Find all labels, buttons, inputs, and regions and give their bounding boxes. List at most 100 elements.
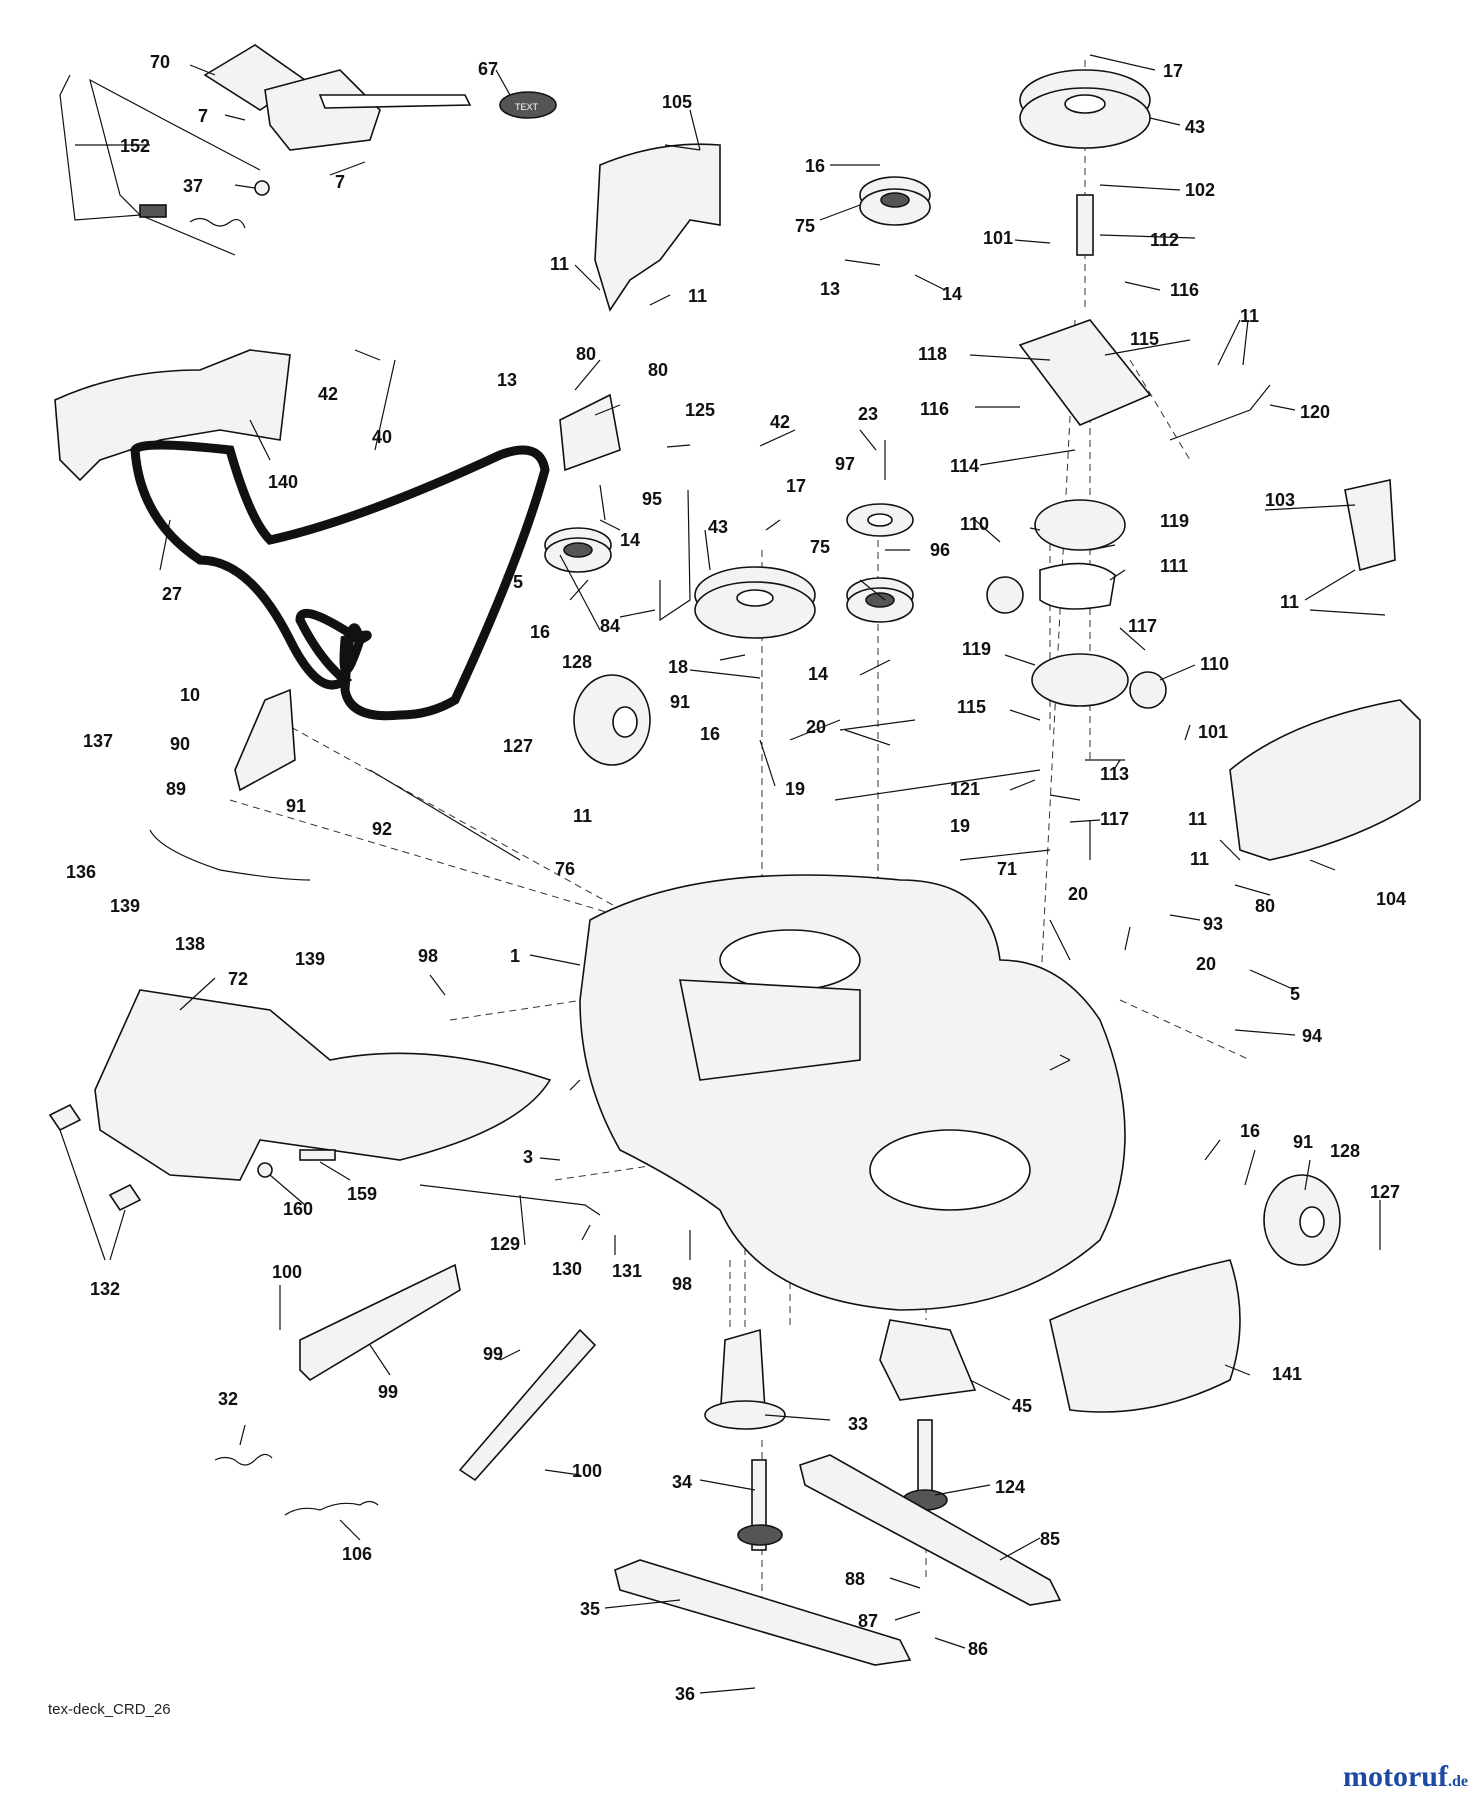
label-136: 136 xyxy=(66,862,96,882)
label-99a: 99 xyxy=(378,1382,398,1402)
label-13b: 13 xyxy=(497,370,517,390)
label-96: 96 xyxy=(930,540,950,560)
label-102: 102 xyxy=(1185,180,1215,200)
label-116a: 116 xyxy=(1170,280,1199,300)
label-116b: 116 xyxy=(920,399,949,419)
label-35: 35 xyxy=(580,1599,600,1619)
label-105: 105 xyxy=(662,92,692,112)
label-129: 129 xyxy=(490,1234,520,1254)
label-71: 71 xyxy=(997,859,1017,879)
label-88: 88 xyxy=(845,1569,865,1589)
label-20c: 20 xyxy=(1196,954,1216,974)
parts-shapes: TEXT xyxy=(48,44,1421,1666)
watermark-name: motoruf xyxy=(1343,1760,1448,1793)
label-113: 113 xyxy=(1100,764,1129,784)
part-labels: 70 67 7 152 37 7 105 11 11 80 80 16 75 1… xyxy=(66,52,1406,1704)
label-131: 131 xyxy=(612,1261,642,1281)
label-43b: 43 xyxy=(708,517,728,537)
label-128b: 128 xyxy=(1330,1141,1360,1161)
label-115b: 115 xyxy=(957,697,986,717)
label-104: 104 xyxy=(1376,889,1406,909)
label-106: 106 xyxy=(342,1544,372,1564)
label-11c: 11 xyxy=(1240,306,1259,326)
label-101b: 101 xyxy=(1198,722,1228,742)
label-127b: 127 xyxy=(1370,1182,1400,1202)
label-76: 76 xyxy=(555,859,575,879)
label-120: 120 xyxy=(1300,402,1330,422)
label-85: 85 xyxy=(1040,1529,1060,1549)
label-34: 34 xyxy=(672,1472,692,1492)
label-42b: 42 xyxy=(770,412,790,432)
label-118: 118 xyxy=(918,344,947,364)
label-140: 140 xyxy=(268,472,298,492)
label-138: 138 xyxy=(175,934,205,954)
label-103: 103 xyxy=(1265,490,1295,510)
label-67: 67 xyxy=(478,59,498,79)
label-159: 159 xyxy=(347,1184,377,1204)
label-141: 141 xyxy=(1272,1364,1302,1384)
label-40: 40 xyxy=(372,427,392,447)
label-43a: 43 xyxy=(1185,117,1205,137)
label-132: 132 xyxy=(90,1279,120,1299)
label-7b: 7 xyxy=(335,172,345,192)
label-16b: 16 xyxy=(530,622,550,642)
label-11a: 11 xyxy=(550,254,569,274)
label-110a: 110 xyxy=(960,514,989,534)
label-16c: 16 xyxy=(700,724,720,744)
label-7a: 7 xyxy=(198,106,208,126)
label-91c: 91 xyxy=(1293,1132,1313,1152)
label-139a: 139 xyxy=(110,896,140,916)
label-20b: 20 xyxy=(1068,884,1088,904)
reference-code: tex-deck_CRD_26 xyxy=(48,1701,171,1718)
label-90: 90 xyxy=(170,734,190,754)
label-36: 36 xyxy=(675,1684,695,1704)
svg-text:TEXT: TEXT xyxy=(515,102,539,112)
label-115a: 115 xyxy=(1130,329,1159,349)
label-86: 86 xyxy=(968,1639,988,1659)
label-75c: 75 xyxy=(810,537,830,557)
label-121: 121 xyxy=(950,779,980,799)
label-95: 95 xyxy=(642,489,662,509)
label-72: 72 xyxy=(228,969,248,989)
label-11b: 11 xyxy=(688,286,707,306)
label-75b: 75 xyxy=(503,572,523,592)
leader-lines xyxy=(59,54,1386,1694)
label-5: 5 xyxy=(1290,984,1300,1004)
label-119a: 119 xyxy=(1160,511,1189,531)
label-14a: 14 xyxy=(942,284,962,304)
label-80a: 80 xyxy=(576,344,596,364)
label-33: 33 xyxy=(848,1414,868,1434)
label-11e: 11 xyxy=(1188,809,1207,829)
label-93: 93 xyxy=(1203,914,1223,934)
label-16d: 16 xyxy=(1240,1121,1260,1141)
label-13a: 13 xyxy=(820,279,840,299)
label-37: 37 xyxy=(183,176,203,196)
label-111: 111 xyxy=(1160,556,1188,576)
label-125: 125 xyxy=(685,400,715,420)
motoruf-watermark: motoruf.de xyxy=(1343,1760,1468,1794)
label-91a: 91 xyxy=(670,692,690,712)
label-139b: 139 xyxy=(295,949,325,969)
label-42a: 42 xyxy=(318,384,338,404)
label-11g: 11 xyxy=(1280,592,1299,612)
label-80b: 80 xyxy=(648,360,668,380)
label-11d: 11 xyxy=(573,806,592,826)
label-84: 84 xyxy=(600,616,620,636)
label-110b: 110 xyxy=(1200,654,1229,674)
label-127a: 127 xyxy=(503,736,533,756)
label-89: 89 xyxy=(166,779,186,799)
label-45: 45 xyxy=(1012,1396,1032,1416)
label-130: 130 xyxy=(552,1259,582,1279)
label-18: 18 xyxy=(668,657,688,677)
label-99b: 99 xyxy=(483,1344,503,1364)
label-75a: 75 xyxy=(795,216,815,236)
label-92: 92 xyxy=(372,819,392,839)
label-119b: 119 xyxy=(962,639,991,659)
label-1: 1 xyxy=(510,946,520,966)
label-114: 114 xyxy=(950,456,979,476)
label-98a: 98 xyxy=(418,946,438,966)
label-32: 32 xyxy=(218,1389,238,1409)
label-19a: 19 xyxy=(785,779,805,799)
label-16a: 16 xyxy=(805,156,825,176)
label-87: 87 xyxy=(858,1611,878,1631)
